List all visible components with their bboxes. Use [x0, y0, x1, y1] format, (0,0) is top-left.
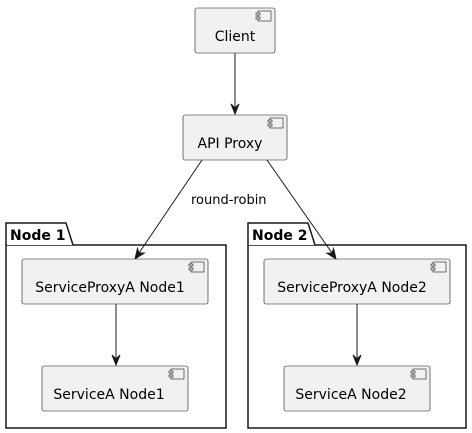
component-api-proxy-label: API Proxy — [198, 136, 263, 152]
component-servicea-node1: ServiceA Node1 — [41, 365, 189, 412]
package-node1-label: Node 1 — [10, 228, 65, 244]
arrowhead — [111, 354, 121, 367]
component-serviceproxya-node1-label: ServiceProxyA Node1 — [35, 280, 185, 296]
component-servicea-node2: ServiceA Node2 — [283, 365, 431, 412]
arrowhead — [134, 246, 146, 261]
edge-api-proxy-sp2 — [266, 159, 337, 261]
component-icon — [188, 261, 205, 273]
edge-sp1-sa1 — [111, 304, 121, 367]
component-icon — [267, 117, 284, 129]
component-icon — [410, 368, 427, 380]
component-icon — [168, 368, 185, 380]
component-serviceproxya-node1: ServiceProxyA Node1 — [21, 258, 209, 305]
arrowhead — [352, 354, 362, 367]
component-serviceproxya-node2: ServiceProxyA Node2 — [263, 258, 451, 305]
component-servicea-node2-label: ServiceA Node2 — [295, 387, 406, 403]
edge-api-proxy-sp1: round-robin — [134, 159, 267, 261]
arrowhead — [325, 246, 337, 261]
component-serviceproxya-node2-label: ServiceProxyA Node2 — [277, 280, 427, 296]
component-client-label: Client — [215, 29, 256, 45]
component-client: Client — [194, 7, 276, 54]
arrowhead — [230, 103, 240, 116]
component-api-proxy: API Proxy — [182, 114, 288, 161]
edge-sp2-sa2 — [352, 304, 362, 367]
edge-client-api-proxy — [230, 53, 240, 116]
component-icon — [255, 10, 272, 22]
edge-label-round-robin: round-robin — [191, 193, 267, 208]
package-node2-tab — [247, 222, 316, 246]
package-node1-tab — [5, 222, 74, 246]
package-node2-label: Node 2 — [252, 228, 307, 244]
component-icon — [430, 261, 447, 273]
component-servicea-node1-label: ServiceA Node1 — [53, 387, 164, 403]
